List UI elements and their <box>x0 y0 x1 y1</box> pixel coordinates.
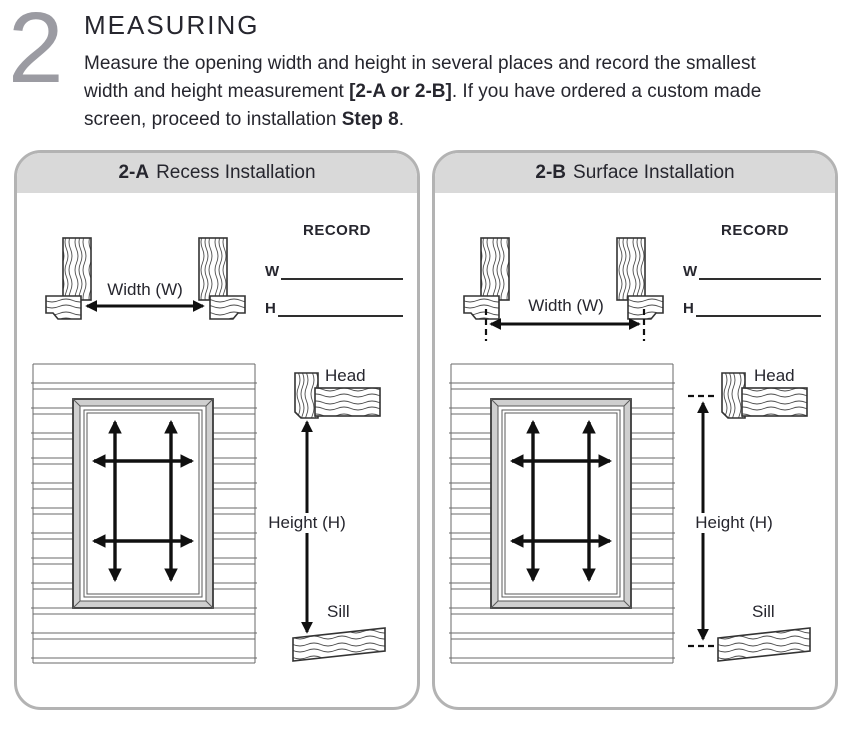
panel-2a: 2-A Recess Installation Width (W) RECORD <box>14 150 420 710</box>
record-width-line <box>281 264 403 280</box>
intro-bold-step: Step 8 <box>341 109 399 130</box>
intro-paragraph: Measure the opening width and height in … <box>84 50 798 134</box>
intro-text-3: . <box>398 109 405 130</box>
head-label: Head <box>325 366 366 385</box>
header-content: MEASURING Measure the opening width and … <box>72 2 798 134</box>
panel-2b: 2-B Surface Installation <box>432 150 838 710</box>
head-label: Head <box>754 366 795 385</box>
height-label: Height (H) <box>691 513 777 533</box>
record-height-row: H <box>265 301 403 317</box>
intro-text-1: Measure the opening width and height in … <box>84 53 756 102</box>
page-header: 2 MEASURING Measure the opening width an… <box>0 0 847 134</box>
panel-2a-header: 2-A Recess Installation <box>17 153 417 193</box>
panel-2b-title: Surface Installation <box>573 162 735 183</box>
record-width-label: W <box>683 263 698 280</box>
width-label: Width (W) <box>107 280 183 299</box>
panel-2b-header: 2-B Surface Installation <box>435 153 835 193</box>
width-label: Width (W) <box>528 296 604 315</box>
page-title: MEASURING <box>84 10 260 40</box>
panel-2a-body: Width (W) RECORD W H Head Height (H) Sil… <box>17 193 417 707</box>
intro-bold-ref: [2-A or 2-B] <box>349 81 452 102</box>
record-height-line <box>277 301 403 317</box>
record-width-label: W <box>265 263 280 280</box>
record-width-row: W <box>683 264 821 280</box>
record-height-row: H <box>683 301 821 317</box>
step-number: 2 <box>8 0 64 104</box>
record-title: RECORD <box>721 222 790 239</box>
record-width-line <box>699 264 821 280</box>
panel-2b-body: Width (W) RECORD W H Head Height (H) Sil… <box>435 193 835 707</box>
height-label: Height (H) <box>264 513 350 533</box>
panels-row: 2-A Recess Installation Width (W) RECORD <box>14 150 847 710</box>
record-height-label: H <box>265 300 276 317</box>
sill-label: Sill <box>752 602 775 621</box>
record-height-label: H <box>683 300 694 317</box>
record-width-row: W <box>265 264 403 280</box>
record-title: RECORD <box>303 222 372 239</box>
intro-text-2: . If you have ordered a custom made scre… <box>84 81 762 130</box>
manual-page: 2 MEASURING Measure the opening width an… <box>0 0 847 710</box>
panel-2a-title: Recess Installation <box>156 162 316 183</box>
sill-label: Sill <box>327 602 350 621</box>
panel-2b-code: 2-B <box>535 162 567 183</box>
record-height-line <box>695 301 821 317</box>
panel-2a-code: 2-A <box>118 162 150 183</box>
